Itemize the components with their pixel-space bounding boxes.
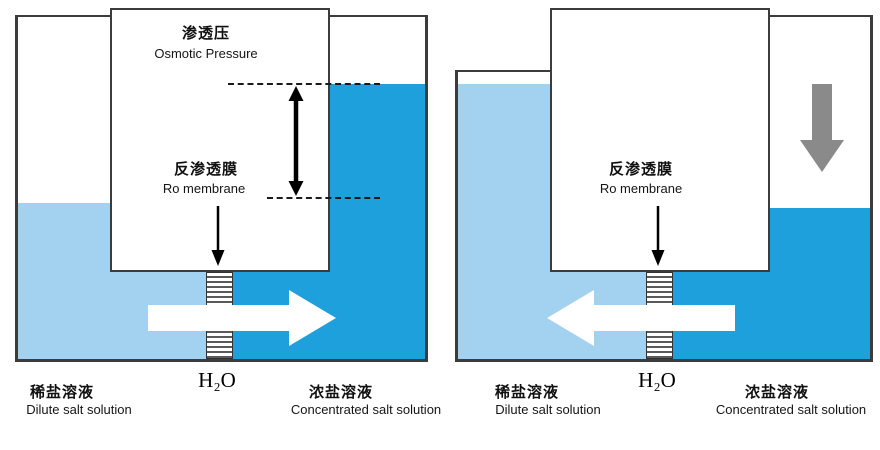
h2o-label: H₂O <box>198 368 236 392</box>
tank-left-wall <box>455 70 458 362</box>
membrane-pointer-arrow-icon <box>211 206 225 266</box>
center-partition <box>110 8 330 272</box>
tank-right-wall <box>870 15 873 362</box>
ro-membrane-label-zh: 反渗透膜 <box>608 161 674 178</box>
dilute-salt-solution-label-zh: 稀盐溶液 <box>29 384 95 401</box>
ro-membrane-label-en: Ro membrane <box>162 181 246 196</box>
osmotic-pressure-height-arrow-icon <box>288 86 304 196</box>
tank-left-rim <box>455 70 552 72</box>
applied-pressure-arrow-icon <box>800 84 844 172</box>
dilute-salt-solution-label-zh: 稀盐溶液 <box>494 384 560 401</box>
water-flow-left-arrow-icon <box>547 290 735 346</box>
dilute-solution-liquid <box>18 203 110 359</box>
osmotic-pressure-label-zh: 渗透压 <box>181 25 231 42</box>
dilute-solution-liquid <box>458 84 550 359</box>
h2o-label: H₂O <box>638 368 676 392</box>
concentrated-salt-solution-label-zh: 浓盐溶液 <box>308 384 374 401</box>
water-flow-right-arrow-icon <box>148 290 336 346</box>
concentrated-salt-solution-label-en: Concentrated salt solution <box>290 402 442 417</box>
concentrated-solution-liquid <box>770 208 870 272</box>
concentrated-solution-liquid <box>330 84 425 272</box>
tank-left-rim <box>15 15 112 17</box>
membrane-pointer-arrow-icon <box>651 206 665 266</box>
tank-bottom-wall <box>15 359 428 362</box>
tank-right-rim <box>330 15 428 17</box>
tank-right-rim <box>770 15 873 17</box>
ro-membrane-label-en: Ro membrane <box>599 181 683 196</box>
dilute-level-dashed-line <box>267 197 380 199</box>
osmotic-pressure-label-en: Osmotic Pressure <box>154 46 258 61</box>
concentrated-salt-solution-label-zh: 浓盐溶液 <box>744 384 810 401</box>
dilute-salt-solution-label-en: Dilute salt solution <box>495 402 601 417</box>
dilute-salt-solution-label-en: Dilute salt solution <box>26 402 132 417</box>
ro-membrane-label-zh: 反渗透膜 <box>173 161 239 178</box>
tank-bottom-wall <box>455 359 873 362</box>
tank-right-wall <box>425 15 428 362</box>
concentrated-salt-solution-label-en: Concentrated salt solution <box>715 402 867 417</box>
tank-left-wall <box>15 15 18 362</box>
center-partition <box>550 8 770 272</box>
concentrated-level-dashed-line <box>228 83 380 85</box>
